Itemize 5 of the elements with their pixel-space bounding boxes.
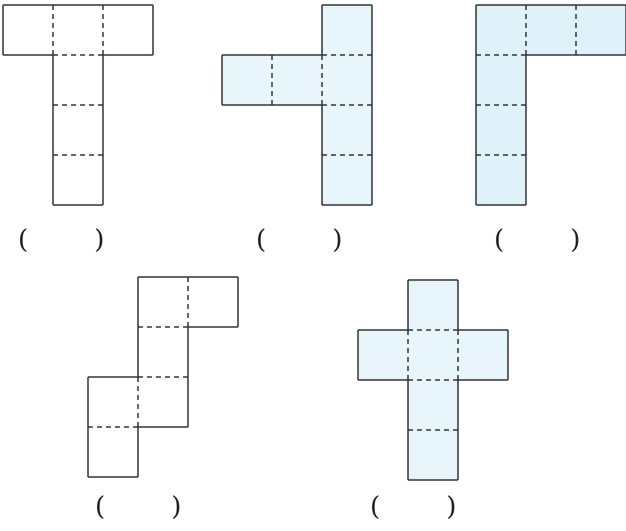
answer-blank: ( )	[95, 492, 182, 522]
answer-blank: ( )	[370, 492, 456, 522]
answer-blank: ( )	[494, 225, 580, 255]
answer-blank: ( )	[256, 225, 342, 255]
answer-blank: ( )	[18, 225, 104, 255]
